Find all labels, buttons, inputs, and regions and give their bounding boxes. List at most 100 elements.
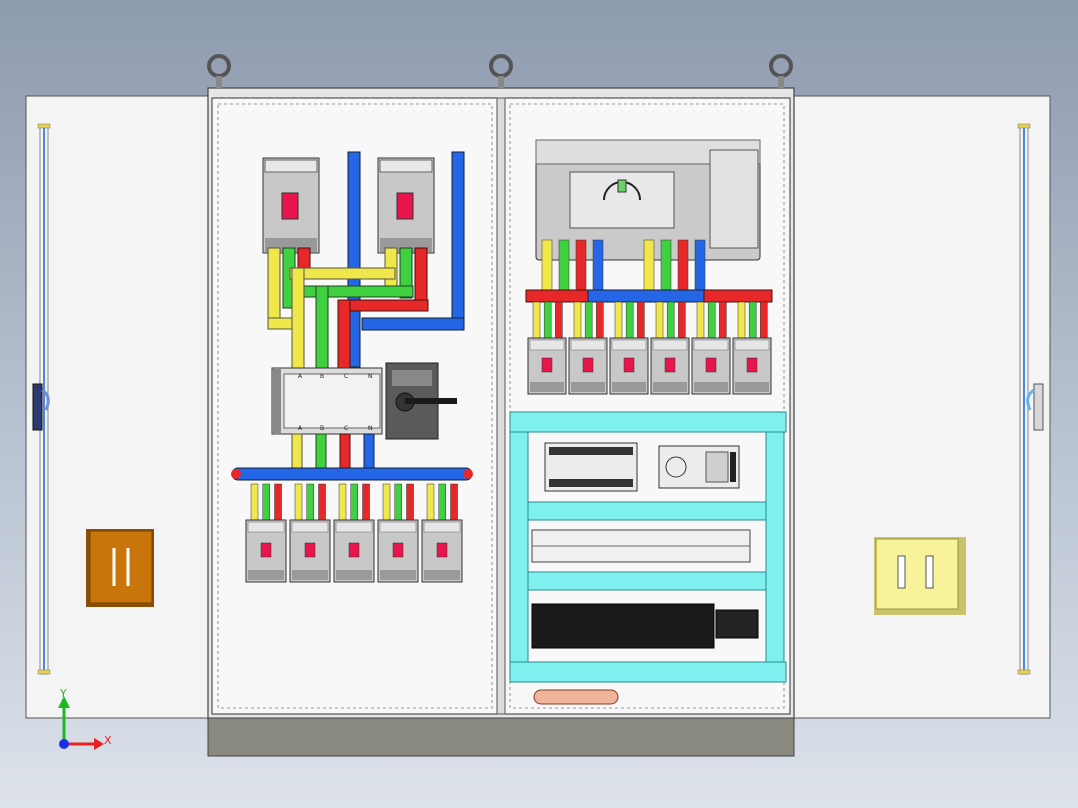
breaker-lead [362, 483, 370, 521]
breaker-lead [294, 483, 303, 521]
breaker-lead [707, 301, 716, 339]
breaker-terminals [529, 339, 565, 351]
breaker-terminals [291, 521, 329, 533]
power-supply [658, 445, 740, 489]
breaker-terminals [570, 339, 606, 351]
breaker-terminals [335, 521, 373, 533]
breaker-lead [450, 483, 458, 521]
breaker-base [612, 382, 646, 392]
right-door [792, 95, 1051, 719]
phase-c-label: C [344, 373, 348, 380]
axis-triad-icon: Y X [58, 687, 112, 750]
breaker-handle [582, 357, 594, 373]
incoming-breaker-1 [262, 157, 320, 254]
breaker-handle [623, 357, 635, 373]
breaker-lead [666, 301, 675, 339]
neutral-label: N [368, 425, 373, 432]
breaker-handle [705, 357, 717, 373]
circuit-breaker [609, 301, 649, 395]
breaker-base [653, 382, 687, 392]
door-handle-icon[interactable] [32, 383, 50, 431]
breaker-lead [719, 301, 727, 339]
breaker-lead [737, 301, 746, 339]
breaker-base [380, 570, 416, 580]
distribution-busbar-right [525, 289, 773, 303]
transfer-switch [271, 362, 457, 440]
breaker-terminals [734, 339, 770, 351]
circuit-breaker [333, 483, 375, 583]
plc-module [544, 442, 638, 492]
neutral-label: N [368, 373, 373, 380]
x-axis-label: X [104, 734, 112, 747]
circuit-breaker [650, 301, 690, 395]
outgoing-breakers-row-right [527, 301, 772, 395]
breaker-lead [306, 483, 315, 521]
breaker-terminals [423, 521, 461, 533]
breaker-lead [394, 483, 403, 521]
breaker-base [694, 382, 728, 392]
circuit-breaker [568, 301, 608, 395]
circuit-breaker [377, 483, 419, 583]
left-door [25, 95, 211, 719]
door-handle-icon[interactable] [1026, 383, 1044, 431]
breaker-handle [664, 357, 676, 373]
ats-lead [694, 239, 706, 291]
breaker-lead [584, 301, 593, 339]
ground-bar [533, 689, 619, 705]
breaker-lead [426, 483, 435, 521]
breaker-lead [250, 483, 259, 521]
breaker-terminals [379, 521, 417, 533]
breaker-lead [596, 301, 604, 339]
lifting-eye-icon [769, 54, 793, 88]
breaker-handle [436, 542, 448, 558]
breaker-base [571, 382, 605, 392]
outgoing-breakers-row-left [245, 483, 463, 583]
phase-b-label: B [320, 425, 324, 432]
phase-labels: A B C N A B C N [298, 373, 373, 432]
breaker-lead [262, 483, 271, 521]
phase-b-label: B [320, 373, 324, 380]
circuit-breaker [421, 483, 463, 583]
breaker-lead [555, 301, 563, 339]
breaker-handle [260, 542, 272, 558]
breaker-handle [541, 357, 553, 373]
circuit-breaker [245, 483, 287, 583]
breaker-lead [318, 483, 326, 521]
breaker-lead [696, 301, 705, 339]
ats-lead [592, 239, 604, 291]
breaker-handle [746, 357, 758, 373]
breaker-lead [678, 301, 686, 339]
lifting-eye-icon [207, 54, 231, 88]
breaker-lead [760, 301, 768, 339]
breaker-base [735, 382, 769, 392]
right-nameplate [874, 537, 966, 615]
breaker-handle [392, 542, 404, 558]
ats-lead [541, 239, 553, 291]
circuit-breaker [289, 483, 331, 583]
lifting-eye-icon [489, 54, 513, 88]
ats-lead [677, 239, 689, 291]
phase-c-label: C [344, 425, 348, 432]
breaker-lead [614, 301, 623, 339]
busbar-network [267, 151, 465, 369]
breaker-lead [382, 483, 391, 521]
breaker-lead [748, 301, 757, 339]
breaker-lead [274, 483, 282, 521]
din-rail-section [509, 411, 787, 683]
phase-a-label: A [298, 373, 303, 380]
breaker-terminals [247, 521, 285, 533]
breaker-lead [338, 483, 347, 521]
breaker-base [336, 570, 372, 580]
breaker-lead [543, 301, 552, 339]
breaker-base [530, 382, 564, 392]
lower-distribution-bars [231, 433, 473, 481]
breaker-lead [438, 483, 447, 521]
ats-lead [643, 239, 655, 291]
breaker-terminals [652, 339, 688, 351]
terminal-block-row [531, 603, 759, 649]
breaker-handle [304, 542, 316, 558]
phase-a-label: A [298, 425, 303, 432]
ats-lead [558, 239, 570, 291]
